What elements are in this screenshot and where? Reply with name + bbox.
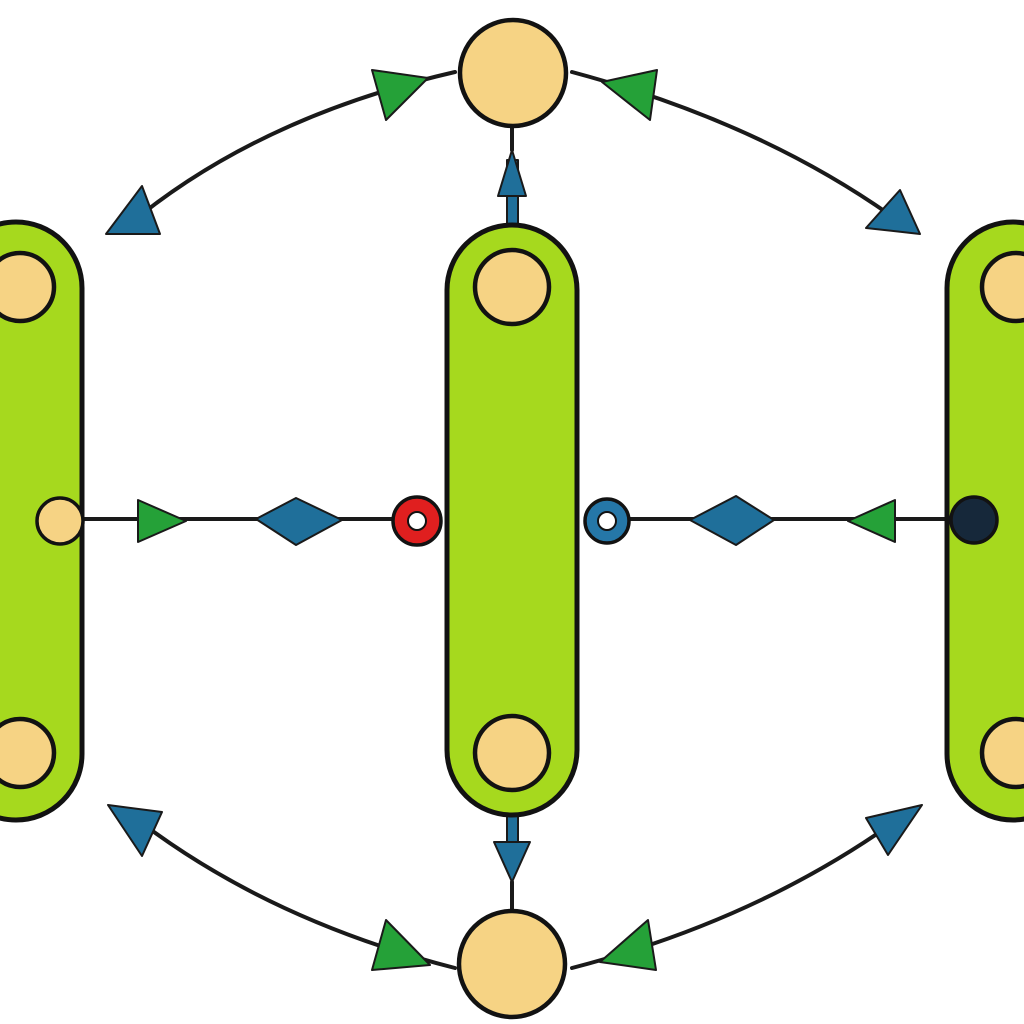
right-pill-bottom-circle (979, 716, 1024, 790)
left-pill-top-circle (0, 250, 57, 324)
center-pill (444, 222, 580, 818)
left-green-arrowhead (137, 499, 187, 543)
bottom-left-blue-arrowhead (107, 804, 163, 857)
top-right-green-arrowhead (601, 69, 658, 121)
bottom-left-green-arrowhead (371, 919, 431, 971)
top-left-green-arrowhead (371, 69, 429, 121)
top-left-blue-arrowhead (105, 185, 161, 235)
center-right-port-dot (597, 511, 617, 531)
left-pill-port (35, 496, 85, 546)
right-blue-diamond (689, 495, 775, 546)
left-pill-bottom-circle (0, 716, 57, 790)
center-left-port-dot (407, 511, 427, 531)
bottom-right-green-arrowhead (599, 919, 657, 971)
arrow-up-head (497, 149, 527, 197)
center-pill-bottom-circle (472, 713, 552, 793)
top-right-blue-arrowhead (865, 189, 921, 235)
center-pill-top-circle (472, 247, 552, 327)
top-node (457, 17, 569, 129)
right-green-arrowhead (847, 499, 896, 543)
right-pill-top-circle (979, 250, 1024, 324)
bottom-right-blue-arrowhead (865, 804, 923, 856)
arrow-down-head (493, 841, 531, 883)
bottom-node (456, 908, 568, 1020)
left-blue-diamond (255, 497, 343, 546)
right-pill-port (949, 495, 999, 545)
